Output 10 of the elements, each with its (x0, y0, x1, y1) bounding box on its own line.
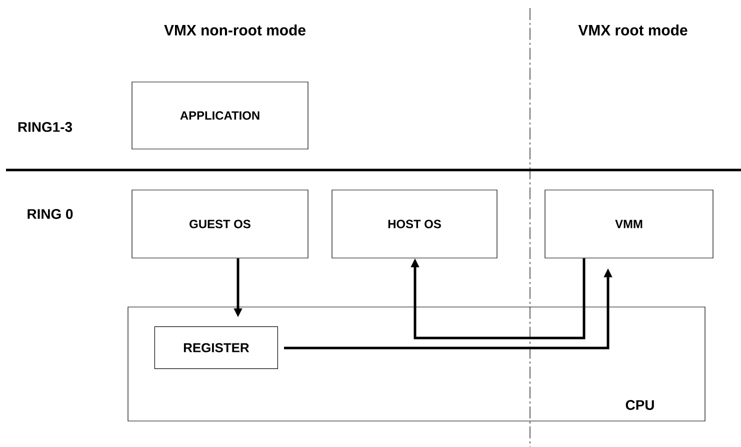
arrow (410, 258, 586, 340)
ring-label: RING 0 (28, 209, 73, 219)
mode-heading: VMX non-root mode (164, 24, 306, 36)
process-box: HOST OS (332, 190, 498, 258)
process-box: GUEST OS (132, 190, 308, 258)
process-box: VMM (544, 190, 714, 258)
ring-label: RING1-3 (18, 122, 72, 132)
process-box: APPLICATION (132, 82, 308, 150)
register-box: REGISTER (154, 326, 278, 369)
mode-heading: VMX root mode (578, 24, 688, 36)
